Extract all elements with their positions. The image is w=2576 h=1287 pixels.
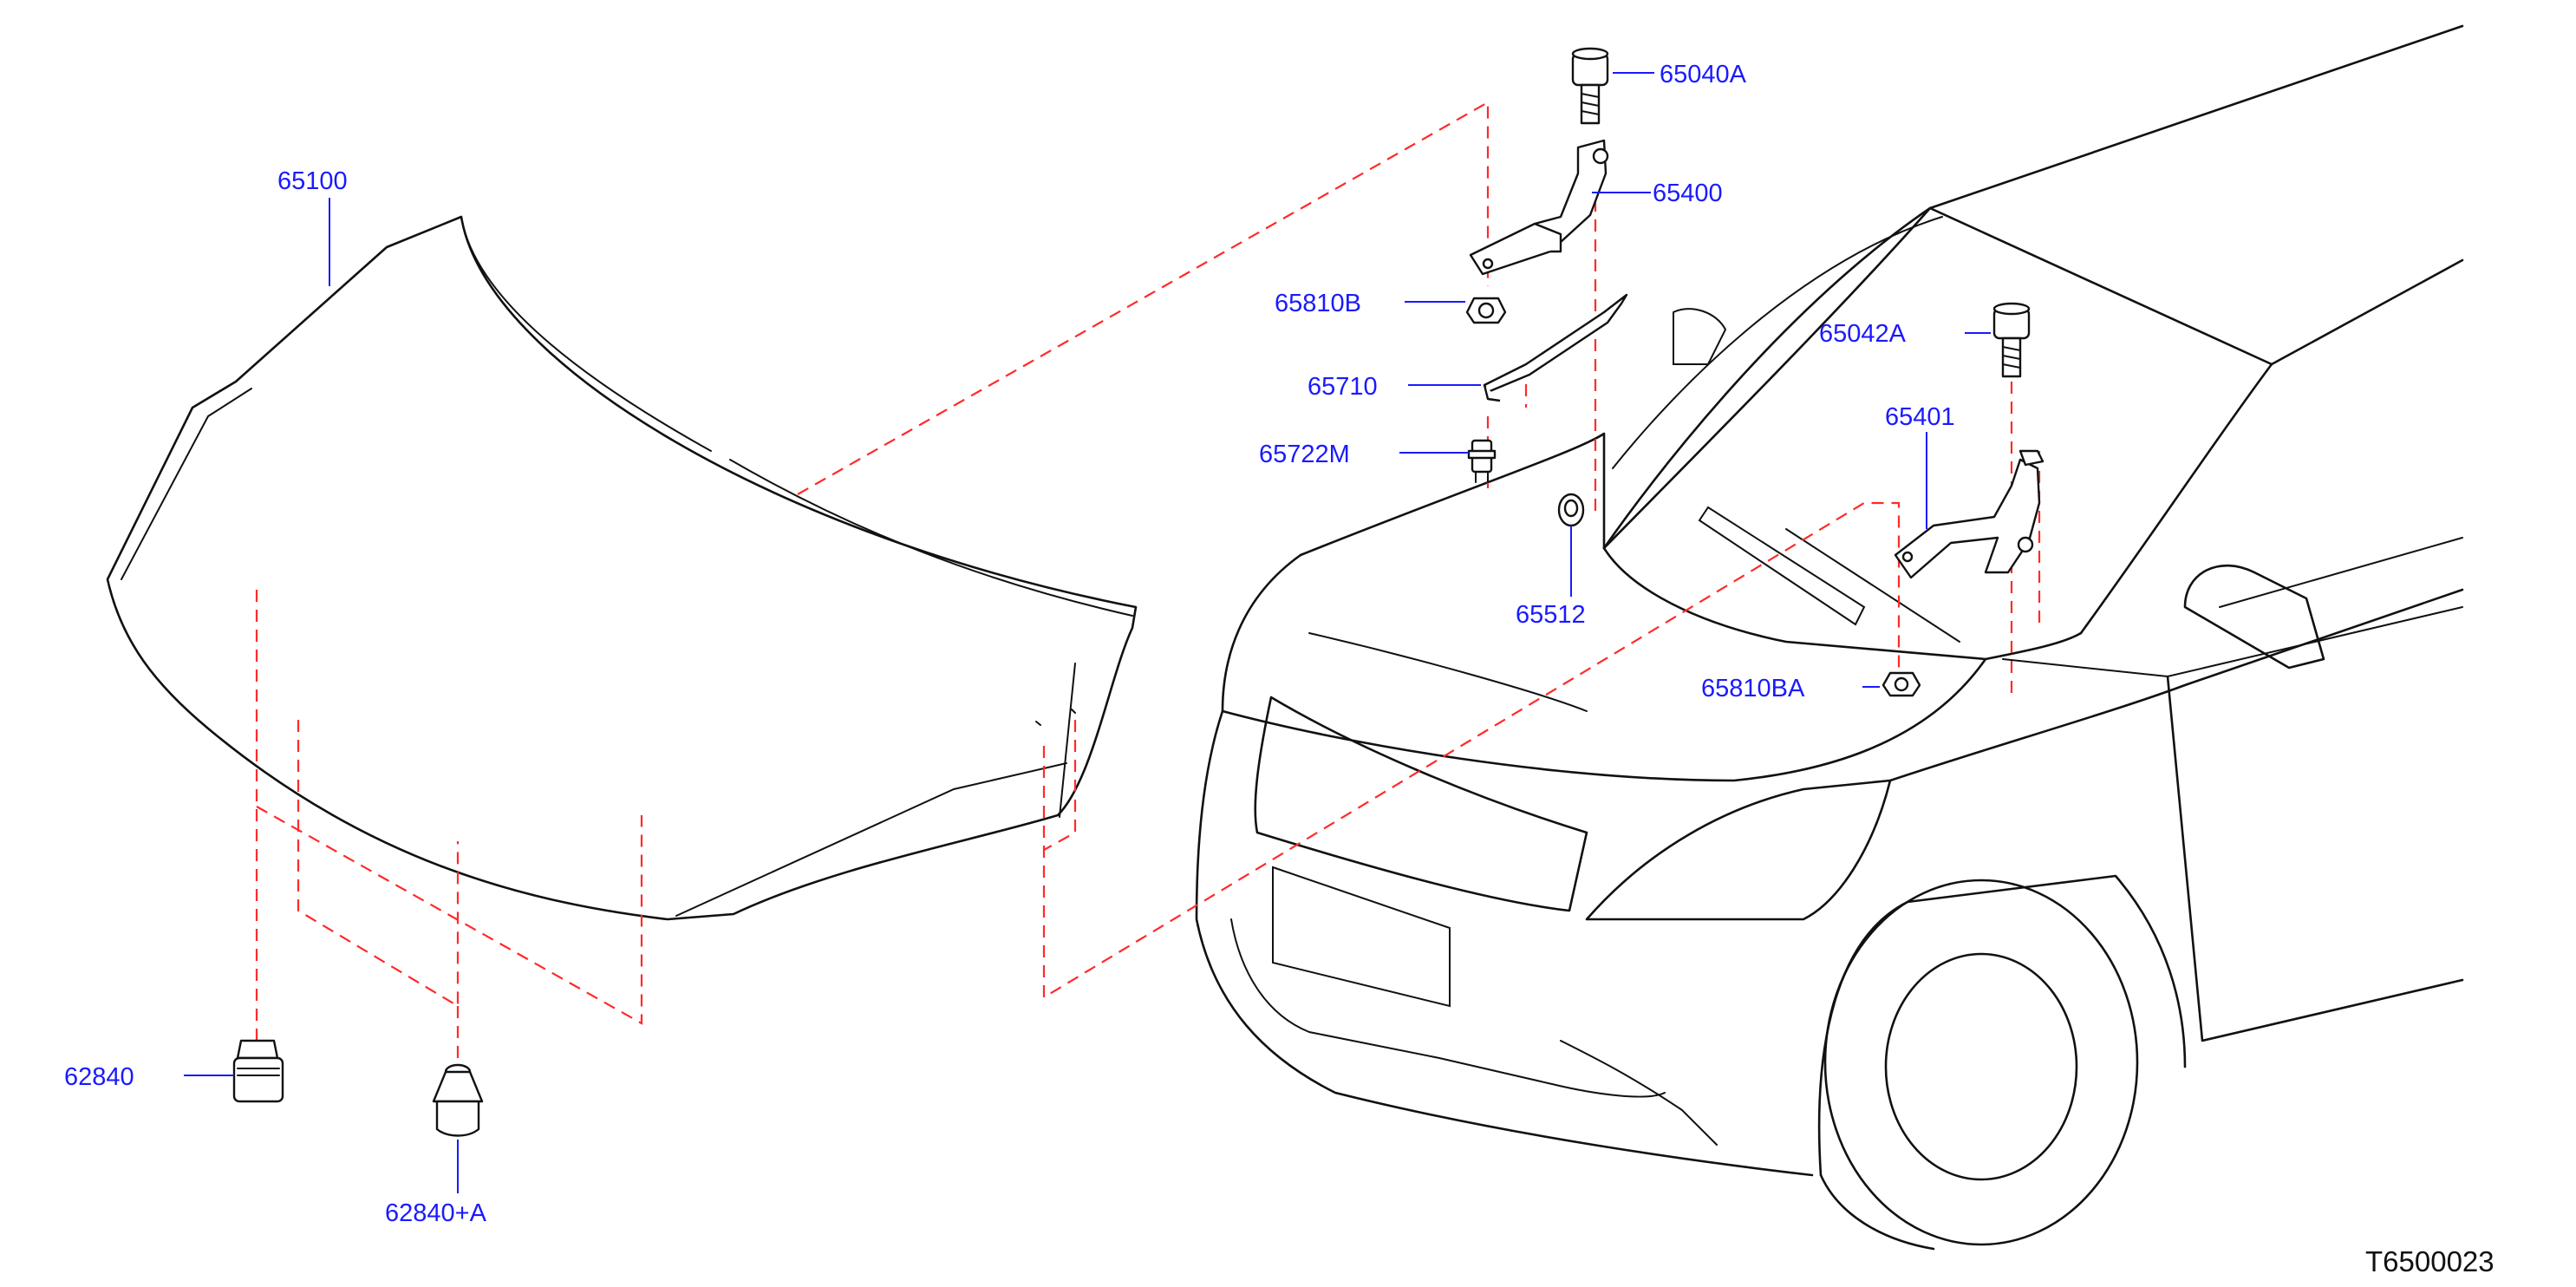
label-65710[interactable]: 65710: [1308, 373, 1378, 401]
label-65810b[interactable]: 65810B: [1275, 290, 1361, 317]
label-62840a[interactable]: 62840+A: [385, 1199, 487, 1227]
rubber-62840[interactable]: [232, 1039, 284, 1103]
nut-65810ba[interactable]: [1881, 671, 1921, 697]
nut-65810b[interactable]: [1465, 297, 1507, 324]
vehicle-body: [1195, 24, 2464, 1251]
hood-panel[interactable]: [106, 215, 1138, 921]
label-65512[interactable]: 65512: [1516, 601, 1586, 629]
hinge-65400[interactable]: [1469, 139, 1609, 276]
label-65401[interactable]: 65401: [1885, 403, 1955, 431]
label-65040a[interactable]: 65040A: [1660, 61, 1747, 88]
leader-lines: [184, 72, 1991, 1193]
bolt-65040a[interactable]: [1571, 47, 1609, 125]
clip-65722m[interactable]: [1467, 439, 1497, 483]
label-62840[interactable]: 62840: [64, 1063, 134, 1091]
reference-lines: [255, 101, 2041, 1067]
grommet-65512[interactable]: [1557, 493, 1585, 527]
label-65042a[interactable]: 65042A: [1819, 320, 1907, 348]
label-65722m[interactable]: 65722M: [1259, 441, 1350, 468]
label-65810ba[interactable]: 65810BA: [1701, 675, 1805, 702]
diagram-code: T6500023: [2365, 1245, 2494, 1277]
hinge-65401[interactable]: [1894, 449, 2044, 579]
label-65100[interactable]: 65100: [277, 167, 348, 195]
support-rod-65710[interactable]: [1483, 293, 1628, 402]
rubber-62840a[interactable]: [432, 1063, 484, 1137]
part-labels: 65100 65040A 65400 65810B 65710 65722M 6…: [64, 61, 2494, 1277]
label-65400[interactable]: 65400: [1653, 180, 1723, 207]
bolt-65042a[interactable]: [1992, 302, 2031, 378]
